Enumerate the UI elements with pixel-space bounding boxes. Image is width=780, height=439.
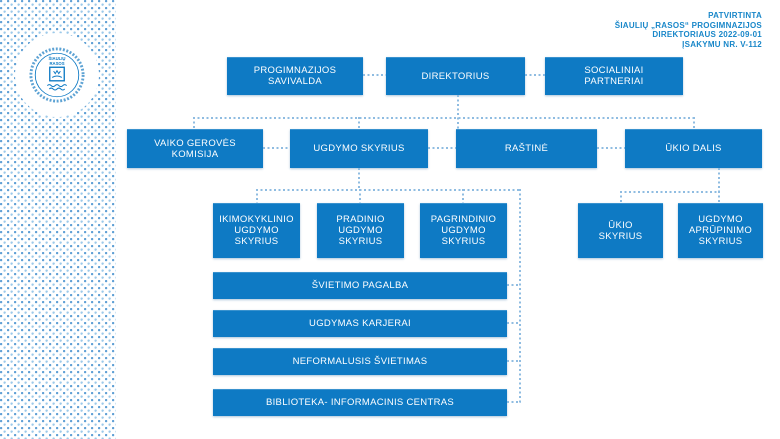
connector-bus-ikimokyklinio bbox=[256, 189, 258, 203]
approval-line-4: ĮSAKYMU NR. V-112 bbox=[682, 39, 762, 49]
connector-biblioteka-stub bbox=[507, 401, 521, 403]
node-direktorius: DIREKTORIUS bbox=[386, 57, 525, 95]
connector-savivalda-direktorius bbox=[363, 74, 386, 76]
connector-ugdymas-karjerai-stub bbox=[507, 322, 520, 324]
connector-level2-bus bbox=[193, 117, 694, 119]
node-pagrindinio-ugdymo-skyrius: PAGRINDINIO UGDYMO SKYRIUS bbox=[420, 203, 507, 258]
approval-line-3: DIREKTORIAUS 2022-09-01 bbox=[652, 30, 762, 40]
node-ugdymo-aprupinimo-skyrius: UGDYMO APRŪPINIMO SKYRIUS bbox=[678, 203, 763, 258]
school-emblem-icon: ŠIAULIŲ RASOS bbox=[29, 47, 85, 103]
node-socialiniai-partneriai: SOCIALINIAI PARTNERIAI bbox=[545, 57, 683, 95]
connector-neformalusis-stub bbox=[507, 360, 520, 362]
node-pradinio-ugdymo-skyrius: PRADINIO UGDYMO SKYRIUS bbox=[317, 203, 404, 258]
node-ikimokyklinio-ugdymo-skyrius: IKIMOKYKLINIO UGDYMO SKYRIUS bbox=[213, 203, 300, 258]
connector-ugdymo-down bbox=[358, 168, 360, 190]
connector-direktorius-down bbox=[457, 95, 459, 129]
approval-line-2: ŠIAULIŲ „RASOS“ PROGIMNAZIJOS bbox=[614, 20, 762, 30]
connector-bus-vaiko-geroves bbox=[193, 117, 195, 129]
emblem-bottom-text: RASOS bbox=[49, 61, 64, 66]
connector-bus-ukio-skyrius bbox=[620, 191, 622, 203]
connector-vertical-services bbox=[519, 189, 521, 403]
node-ugdymo-skyrius: UGDYMO SKYRIUS bbox=[290, 129, 428, 168]
connector-bus-ugdymo-skyrius bbox=[358, 117, 360, 129]
connector-level3-bus bbox=[256, 189, 521, 191]
node-ukio-dalis: ŪKIO DALIS bbox=[625, 129, 762, 168]
connector-bus-ukio-dalis bbox=[693, 117, 695, 129]
node-ukio-skyrius: ŪKIO SKYRIUS bbox=[578, 203, 663, 258]
connector-bus-pradinio bbox=[359, 189, 361, 203]
node-biblioteka-informacinis-centras: BIBLIOTEKA- INFORMACINIS CENTRAS bbox=[213, 389, 507, 416]
connector-ugdymo-rastine bbox=[428, 147, 456, 149]
school-logo-disc: ŠIAULIŲ RASOS bbox=[15, 33, 99, 117]
approval-line-1: PATVIRTINTA bbox=[708, 11, 762, 20]
connector-ukio-bus bbox=[620, 191, 720, 193]
node-ugdymas-karjerai: UGDYMAS KARJERAI bbox=[213, 310, 507, 337]
emblem-top-text: ŠIAULIŲ bbox=[49, 56, 66, 61]
connector-vaiko-ugdymo bbox=[263, 147, 290, 149]
connector-svietimo-pagalba-stub bbox=[507, 284, 520, 286]
node-vaiko-geroves-komisija: VAIKO GEROVĖS KOMISIJA bbox=[127, 129, 263, 168]
connector-rastine-ukio bbox=[597, 147, 625, 149]
node-rastine: RAŠTINĖ bbox=[456, 129, 597, 168]
node-svietimo-pagalba: ŠVIETIMO PAGALBA bbox=[213, 272, 507, 299]
connector-bus-ugdymo-aprupinimo bbox=[718, 191, 720, 203]
connector-bus-pagrindinio bbox=[462, 189, 464, 203]
node-neformalusis-svietimas: NEFORMALUSIS ŠVIETIMAS bbox=[213, 348, 507, 375]
node-progimnazijos-savivalda: PROGIMNAZIJOS SAVIVALDA bbox=[227, 57, 363, 95]
approval-note: PATVIRTINTA ŠIAULIŲ „RASOS“ PROGIMNAZIJO… bbox=[615, 11, 762, 49]
connector-direktorius-partneriai bbox=[525, 74, 545, 76]
connector-ukio-dalis-down bbox=[718, 168, 720, 192]
